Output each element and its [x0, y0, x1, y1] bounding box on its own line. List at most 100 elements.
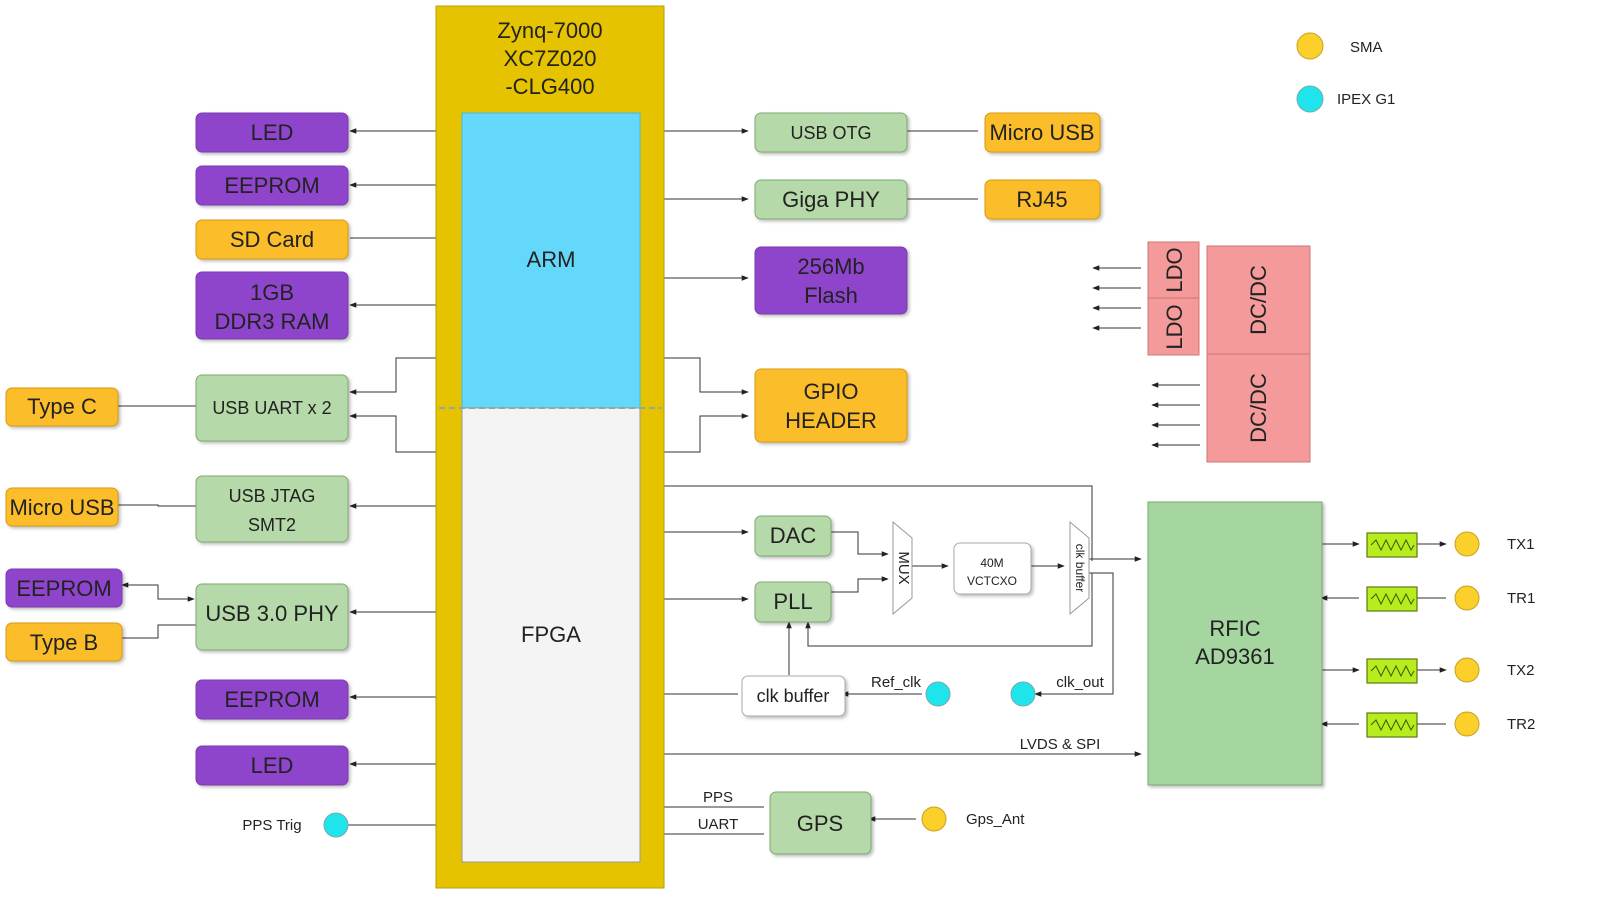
zynq-title-line1: Zynq-7000 [497, 18, 602, 43]
ldo-bottom-block [1147, 297, 1200, 356]
led-bottom-block [195, 745, 349, 786]
usb-uart-label: USB UART x 2 [212, 398, 331, 418]
uart-label: UART [698, 816, 739, 833]
dcdc-bottom-label: DC/DC [1246, 373, 1271, 443]
rfic-line1: RFIC [1209, 616, 1260, 641]
mux-symbol [892, 520, 913, 616]
dcdc-bottom-block [1206, 353, 1311, 463]
mux-label: MUX [895, 551, 912, 584]
micro-usb-right-label: Micro USB [989, 120, 1094, 145]
sd-card-block [195, 219, 349, 260]
ddr3-ram-line1: 1GB [250, 280, 294, 305]
filter-tx1-body [1366, 532, 1418, 558]
vctcxo-block [953, 542, 1032, 595]
type-b-block [5, 622, 123, 662]
pll-label: PLL [773, 589, 812, 614]
flash-line2: Flash [804, 283, 858, 308]
pps-trig-label: PPS Trig [242, 817, 301, 834]
pll-block [754, 581, 832, 623]
ldo-top-block [1147, 241, 1200, 299]
tr2-sma-connector [1454, 711, 1480, 737]
giga-phy-label: Giga PHY [782, 187, 880, 212]
gps-label: GPS [797, 811, 843, 836]
gpio-header-line2: HEADER [785, 408, 877, 433]
eeprom-top-block [195, 165, 349, 206]
right-peripherals: USB OTG Micro USB Giga PHY RJ45 256Mb Fl… [698, 112, 1105, 855]
rj45-block [984, 179, 1101, 220]
gps-ant-sma-connector [921, 806, 947, 832]
usb-jtag-block [195, 475, 349, 543]
filter-tr1-symbol [1370, 592, 1415, 606]
giga-phy-block [754, 179, 908, 220]
pps-trig-ipex-connector [323, 812, 349, 838]
tx2-sma-connector [1454, 657, 1480, 683]
tx1-sma-connector [1454, 531, 1480, 557]
eeprom-phy-label: EEPROM [16, 576, 111, 601]
filter-tr2 [1366, 712, 1418, 738]
gps-block [769, 791, 872, 855]
sd-card-label: SD Card [230, 227, 314, 252]
filter-tx1-symbol [1370, 538, 1415, 552]
zynq-title-line2: XC7Z020 [504, 46, 597, 71]
micro-usb-left-label: Micro USB [9, 495, 114, 520]
usb3-phy-block [195, 583, 349, 651]
rfic-block [1147, 501, 1323, 786]
fpga-block [461, 407, 641, 863]
arm-label: ARM [527, 247, 576, 272]
ldo-bottom-label: LDO [1162, 304, 1187, 349]
filter-tr1 [1366, 586, 1418, 612]
filter-tr2-symbol [1370, 718, 1415, 732]
type-c-label: Type C [27, 394, 97, 419]
filter-tx2-body [1366, 658, 1418, 684]
type-b-label: Type B [30, 630, 98, 655]
arm-block [461, 112, 641, 409]
gpio-header-block [754, 368, 908, 443]
clk-buffer-block [741, 675, 846, 717]
filter-tx2 [1366, 658, 1418, 684]
ldo-top-label: LDO [1162, 247, 1187, 292]
filter-tr1-body [1366, 586, 1418, 612]
ref-clk-ipex-connector [925, 681, 951, 707]
lvds-spi-label: LVDS & SPI [1020, 736, 1101, 753]
legend-sma-label: SMA [1350, 39, 1383, 56]
fpga-label: FPGA [521, 622, 581, 647]
dac-block [754, 515, 832, 557]
gpio-header-line1: GPIO [803, 379, 858, 404]
tx2-label: TX2 [1507, 662, 1535, 679]
rj45-label: RJ45 [1016, 187, 1067, 212]
dcdc-top-block [1206, 245, 1311, 355]
ddr3-ram-block [195, 271, 349, 340]
flash-line1: 256Mb [797, 254, 864, 279]
usb3-phy-label: USB 3.0 PHY [205, 601, 339, 626]
filter-tr2-body [1366, 712, 1418, 738]
type-c-block [5, 387, 119, 427]
rf-section: RFIC AD9361 TX1 TR1 TX2 TR2 [1147, 501, 1535, 786]
dac-label: DAC [770, 523, 817, 548]
zynq-title-line3: -CLG400 [505, 74, 594, 99]
left-peripherals: LED EEPROM SD Card 1GB DDR3 RAM USB UART… [5, 112, 349, 838]
eeprom-top-label: EEPROM [224, 173, 319, 198]
usb-jtag-line1: USB JTAG [229, 486, 316, 506]
ddr3-ram-line2: DDR3 RAM [215, 309, 330, 334]
led-top-label: LED [251, 120, 294, 145]
led-bottom-label: LED [251, 753, 294, 778]
eeprom-phy-block [5, 568, 123, 608]
clk-buffer-label: clk buffer [757, 686, 830, 706]
legend: SMA IPEX G1 [1296, 32, 1395, 113]
legend-sma-swatch [1296, 32, 1324, 60]
tx1-label: TX1 [1507, 536, 1535, 553]
clk-out-label: clk_out [1056, 674, 1104, 691]
usb-otg-block [754, 112, 908, 153]
legend-ipex-swatch [1296, 85, 1324, 113]
micro-usb-right-block [984, 112, 1101, 153]
vctcxo-line1: 40M [980, 556, 1003, 570]
pps-label: PPS [703, 789, 733, 806]
tr2-label: TR2 [1507, 716, 1535, 733]
tr1-label: TR1 [1507, 590, 1535, 607]
eeprom-bottom-block [195, 679, 349, 720]
zynq-chip: Zynq-7000 XC7Z020 -CLG400 ARM FPGA [435, 5, 665, 889]
usb-uart-block [195, 374, 349, 442]
eeprom-bottom-label: EEPROM [224, 687, 319, 712]
clk-out-ipex-connector [1010, 681, 1036, 707]
